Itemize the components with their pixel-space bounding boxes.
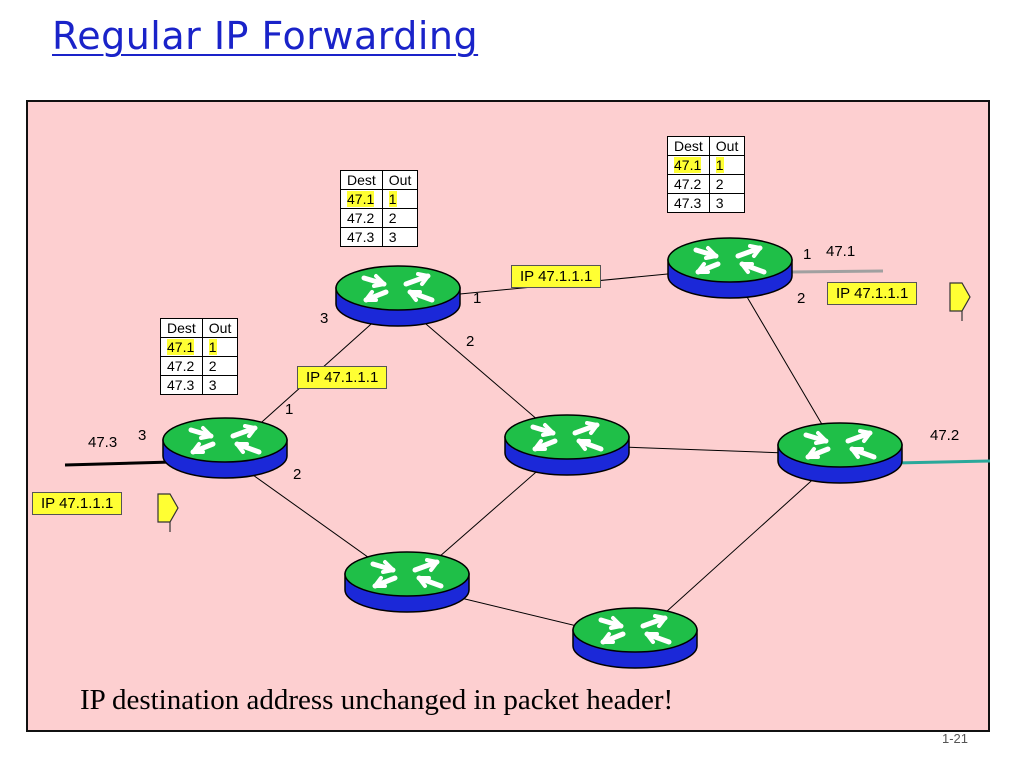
table-cell: 47.2 [340,208,383,228]
table-header-dest: Dest [160,318,203,338]
router-top-right [668,238,792,298]
network-label-47-2: 47.2 [930,427,960,444]
table-cell: 3 [201,375,239,395]
network-label-47-3: 47.3 [88,434,118,451]
port-label: 3 [138,427,147,444]
router-top [336,266,460,326]
table-cell: 1 [201,337,239,357]
table-header-dest: Dest [667,136,710,156]
caption: IP destination address unchanged in pack… [80,684,674,716]
table-cell: 47.2 [667,174,710,194]
packet-arrow-out [949,282,971,322]
router-right [778,423,902,483]
packet-tag-ingress: IP 47.1.1.1 [32,492,123,515]
table-header-out: Out [708,136,746,156]
table-cell: 1 [381,189,419,209]
table-cell: 2 [381,208,419,228]
table-cell: 1 [708,155,746,175]
table-cell: 3 [708,193,746,213]
table-cell: 47.3 [340,227,383,247]
link-right-bottomright [634,454,841,641]
table-cell: 47.1 [667,155,710,175]
page-title: Regular IP Forwarding [52,14,479,58]
table-cell: 47.3 [667,193,710,213]
table-header-out: Out [381,170,419,190]
table-cell: 47.3 [160,375,203,395]
packet-arrow-in [157,493,179,533]
router-bottom [345,552,469,612]
table-cell: 2 [708,174,746,194]
port-label: 3 [320,310,329,327]
table-header-out: Out [201,318,239,338]
port-label: 1 [803,246,812,263]
table-cell: 47.1 [340,189,383,209]
packet-tag-hop1: IP 47.1.1.1 [297,366,388,389]
link-47-3 [64,460,173,467]
router-left [163,418,287,478]
router-center [505,415,629,475]
table-cell: 2 [201,356,239,376]
link-47-1 [789,269,884,274]
table-cell: 47.2 [160,356,203,376]
port-label: 2 [797,290,806,307]
network-label-47-1: 47.1 [826,243,856,260]
packet-tag-egress: IP 47.1.1.1 [827,282,918,305]
port-label: 2 [293,466,302,483]
link-47-2 [894,459,991,465]
table-cell: 3 [381,227,419,247]
packet-tag-hop2: IP 47.1.1.1 [511,265,602,288]
diagram-panel [26,100,990,732]
port-label: 1 [473,290,482,307]
page-number: 1-21 [942,731,969,746]
port-label: 1 [285,401,294,418]
port-label: 2 [466,333,475,350]
router-bottom-right [573,608,697,668]
table-cell: 47.1 [160,337,203,357]
table-header-dest: Dest [340,170,383,190]
